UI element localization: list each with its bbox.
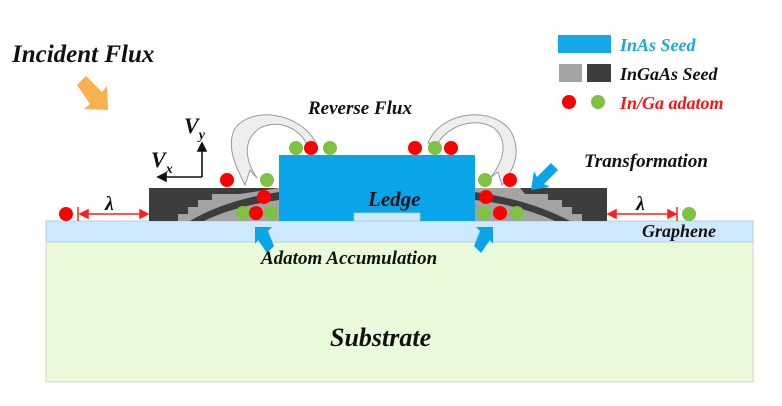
legend-label-inas: InAs Seed <box>619 35 697 55</box>
adatoms-left-seed <box>220 173 278 220</box>
accumulation-arrow-left-icon <box>255 227 274 253</box>
reverse-flux-arrow-right <box>427 114 517 187</box>
in-adatom <box>304 141 318 155</box>
legend-swatch-in-adatom <box>562 95 576 109</box>
legend-label-ingaas: InGaAs Seed <box>619 64 719 84</box>
incident-flux-label: Incident Flux <box>11 41 154 68</box>
ledge-gap <box>353 212 421 222</box>
inas-seed <box>279 155 475 221</box>
substrate-label: Substrate <box>330 323 431 352</box>
ga-adatom <box>323 141 337 155</box>
legend-label-adatom: In/Ga adatom <box>619 93 724 113</box>
in-adatom <box>444 141 458 155</box>
lambda-marker-left <box>77 207 150 221</box>
velocity-axes-icon <box>156 141 208 183</box>
reverse-flux-label: Reverse Flux <box>307 98 412 119</box>
substrate-layer <box>45 240 754 383</box>
ga-adatom-far-right <box>682 207 696 221</box>
vx-label: Vx <box>151 147 173 177</box>
adatom-accumulation-label: Adatom Accumulation <box>260 248 437 269</box>
in-adatom <box>408 141 422 155</box>
accumulation-arrow-right-icon <box>474 227 493 253</box>
incident-flux-arrow-icon <box>77 76 108 110</box>
transformation-label: Transformation <box>584 151 708 172</box>
lambda-right-label: λ <box>635 193 645 215</box>
reverse-flux-arrow-left <box>230 114 317 187</box>
vy-label: Vy <box>184 113 206 143</box>
transformation-arrow-icon <box>531 163 558 190</box>
legend-swatch-ga-adatom <box>591 95 605 109</box>
ga-adatom <box>289 141 303 155</box>
legend-swatch-ingaas-light <box>559 64 582 82</box>
lambda-left-label: λ <box>104 193 114 215</box>
in-adatom-far-left <box>59 207 73 221</box>
legend-swatch-ingaas-dark <box>587 64 611 82</box>
ledge-label: Ledge <box>367 187 420 211</box>
graphene-label: Graphene <box>642 221 716 241</box>
adatoms-right-seed <box>477 173 524 220</box>
ga-adatom <box>428 141 442 155</box>
legend-swatch-inas <box>558 35 611 53</box>
adatoms-top <box>289 141 458 155</box>
lambda-marker-right <box>606 207 678 221</box>
